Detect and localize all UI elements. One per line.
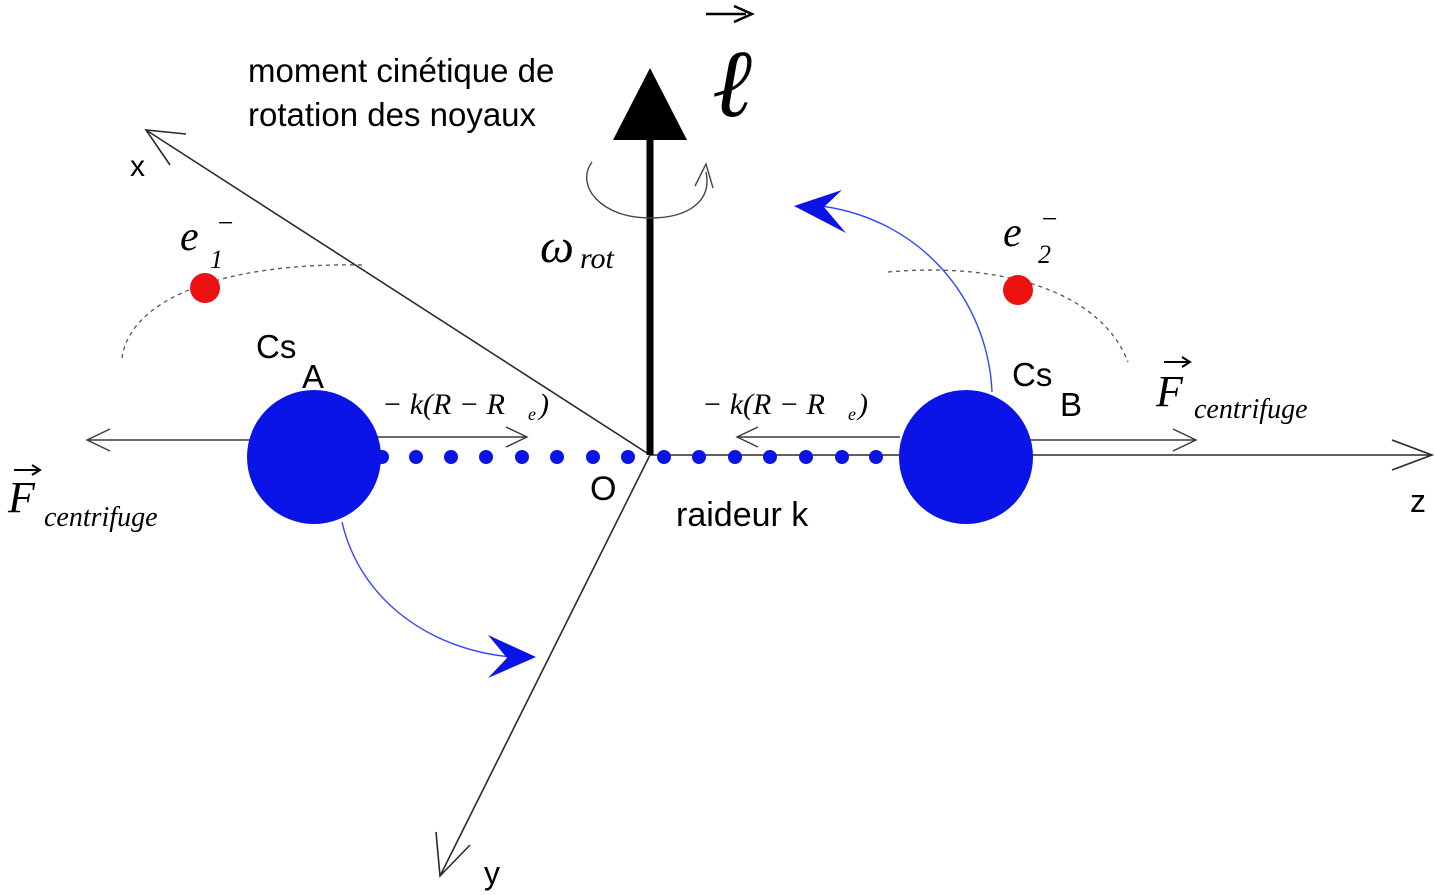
rotation-arrow-right-head [794,190,846,233]
x-axis-label: x [130,150,145,183]
moment-label-line1: moment cinétique de [248,52,554,89]
svg-text:−: − [1040,204,1059,235]
svg-text:Cs: Cs [1012,356,1052,393]
centrifugal-force-arrow-left [85,428,250,452]
rotation-circle-arrowhead [694,162,714,189]
svg-text:ω: ω [540,220,574,273]
electron-1-label: e − 1 [180,208,235,274]
raideur-label: raideur k [676,496,809,534]
y-axis-label: y [484,855,500,891]
origin-label: O [590,470,616,508]
svg-text:B: B [1060,386,1082,423]
svg-text:e: e [528,404,536,424]
svg-text:F: F [7,473,36,522]
svg-text:): ) [537,388,549,421]
svg-text:2: 2 [1038,240,1051,269]
svg-text:e: e [180,214,199,260]
svg-text:e: e [1003,210,1022,256]
spring-force-label-right: − k(R − R e ) [702,388,868,424]
y-axis [435,454,651,878]
angular-momentum-arrow [613,68,687,455]
spring-force-arrow-left [365,426,529,448]
nucleus-cs-b [899,390,1033,524]
electron-orbit-right [887,269,1129,363]
spring-force-label-left: − k(R − R e ) [382,388,549,424]
z-axis [650,439,1435,471]
electron-orbit-left [121,264,366,359]
rotation-arrow-left-curve [341,521,513,658]
svg-text:− k(R − R: − k(R − R [702,388,825,421]
cs-b-label: Cs B [1012,356,1082,423]
electron-2 [1003,275,1033,305]
nucleus-cs-a [247,390,381,524]
svg-text:centrifuge: centrifuge [44,502,158,533]
svg-text:− k(R − R: − k(R − R [382,388,505,421]
centrifugal-force-label-left: F centrifuge [7,464,158,533]
centrifugal-force-label-right: F centrifuge [1155,356,1308,425]
omega-rot-label: ω rot [540,220,615,275]
svg-text:1: 1 [210,245,223,274]
svg-text:e: e [848,404,856,424]
svg-text:F: F [1155,367,1184,416]
spring-dots [375,450,883,464]
rotation-arrow-left-head [488,635,536,678]
svg-text:): ) [856,388,868,421]
svg-text:centrifuge: centrifuge [1194,394,1308,425]
z-axis-label: z [1410,483,1426,519]
rotation-arrow-right-curve [811,204,993,393]
electron-1 [190,273,220,303]
x-axis [144,129,651,456]
ell-symbol: ℓ [712,30,752,137]
cs-a-label: Cs A [256,328,324,395]
svg-text:A: A [302,358,324,395]
ell-vector-arrow [706,4,755,24]
centrifugal-force-arrow-right [1030,428,1198,452]
moment-label-line2: rotation des noyaux [248,96,537,133]
spring-force-arrow-right [735,426,900,448]
electron-2-label: e − 2 [1003,204,1059,269]
svg-text:rot: rot [580,242,615,275]
rotation-circle-arrow [586,161,708,219]
svg-text:−: − [216,208,235,239]
svg-text:Cs: Cs [256,328,296,365]
